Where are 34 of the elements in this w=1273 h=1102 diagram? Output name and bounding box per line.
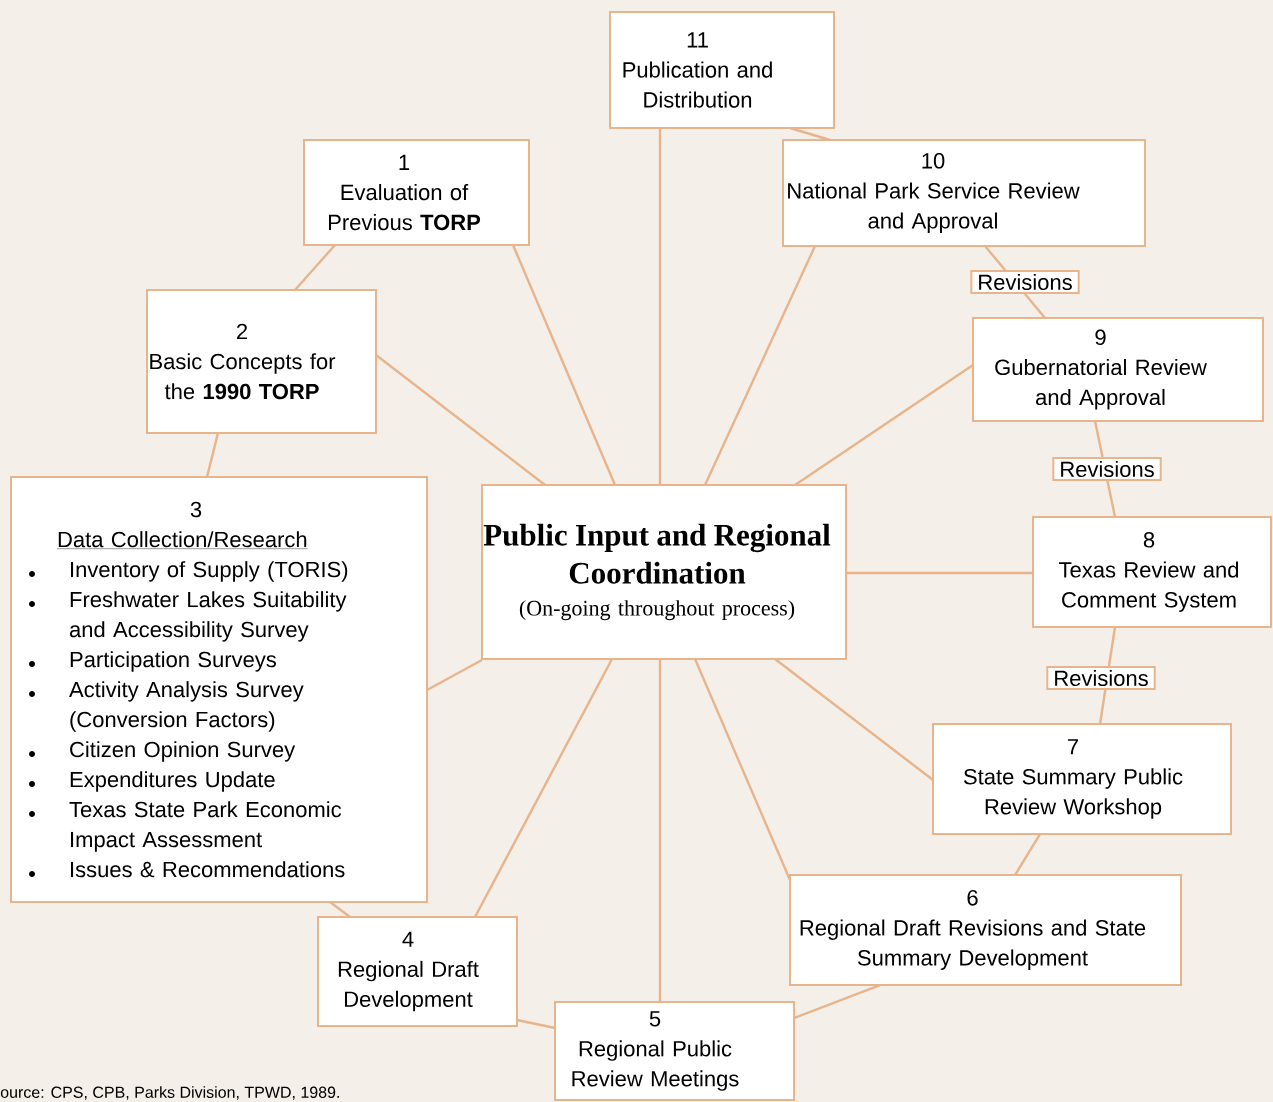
step-box: 8 Texas Review and Comment System — [1032, 516, 1272, 628]
hub-box: Public Input and Regional Coordination (On-going throughout process) — [481, 484, 847, 660]
connector-line — [693, 658, 792, 881]
connector-line — [793, 983, 881, 1020]
connector-line — [658, 659, 662, 1002]
connector-line — [846, 571, 1033, 575]
connector-line — [516, 1018, 556, 1030]
step-box: 2 Basic Concepts for the 1990 TORP — [146, 289, 377, 434]
connector-line — [511, 244, 617, 486]
connector-line — [329, 901, 351, 918]
connector-line — [774, 658, 934, 781]
step-box: 10 National Park Service Review and Approval — [782, 139, 1146, 247]
edge-label: Revisions — [970, 269, 1080, 295]
step-box: 7 State Summary Public Review Workshop — [932, 723, 1232, 835]
step-box: 3 Data Collection/Research Inventory of Supply (TORIS) Freshwater Lakes Suitability and Accessibility Survey Participation Surveys Activity Analysis Survey (Conversion Factors) Citizen Opinion Survey Expenditures Update Texas State Park Economic Impact Assessment Issues & Recommendations — [10, 476, 428, 903]
connector-line — [789, 126, 831, 142]
edge-label: Revisions — [1046, 665, 1156, 691]
connector-line — [703, 245, 817, 486]
step-box: 6 Regional Draft Revisions and State Summary Development — [789, 874, 1182, 986]
step-box: 1 Evaluation of Previous TORP — [303, 139, 530, 246]
source-note: ource: CPS, CPB, Parks Division, TPWD, 1989. — [0, 1086, 339, 1100]
connector-line — [658, 128, 662, 485]
step-box: 5 Regional Public Review Meetings — [554, 1001, 795, 1101]
connector-line — [1014, 833, 1042, 876]
step-box: 9 Gubernatorial Review and Approval — [972, 317, 1264, 422]
connector-line — [794, 364, 974, 486]
connector-line — [205, 432, 220, 478]
step-box: 4 Regional Draft Development — [317, 916, 518, 1027]
connector-line — [426, 658, 483, 692]
step-box: 11 Publication and Distribution — [609, 11, 835, 129]
connector-line — [294, 244, 336, 291]
connector-line — [375, 354, 546, 486]
edge-label: Revisions — [1052, 456, 1162, 482]
connector-line — [473, 658, 614, 918]
